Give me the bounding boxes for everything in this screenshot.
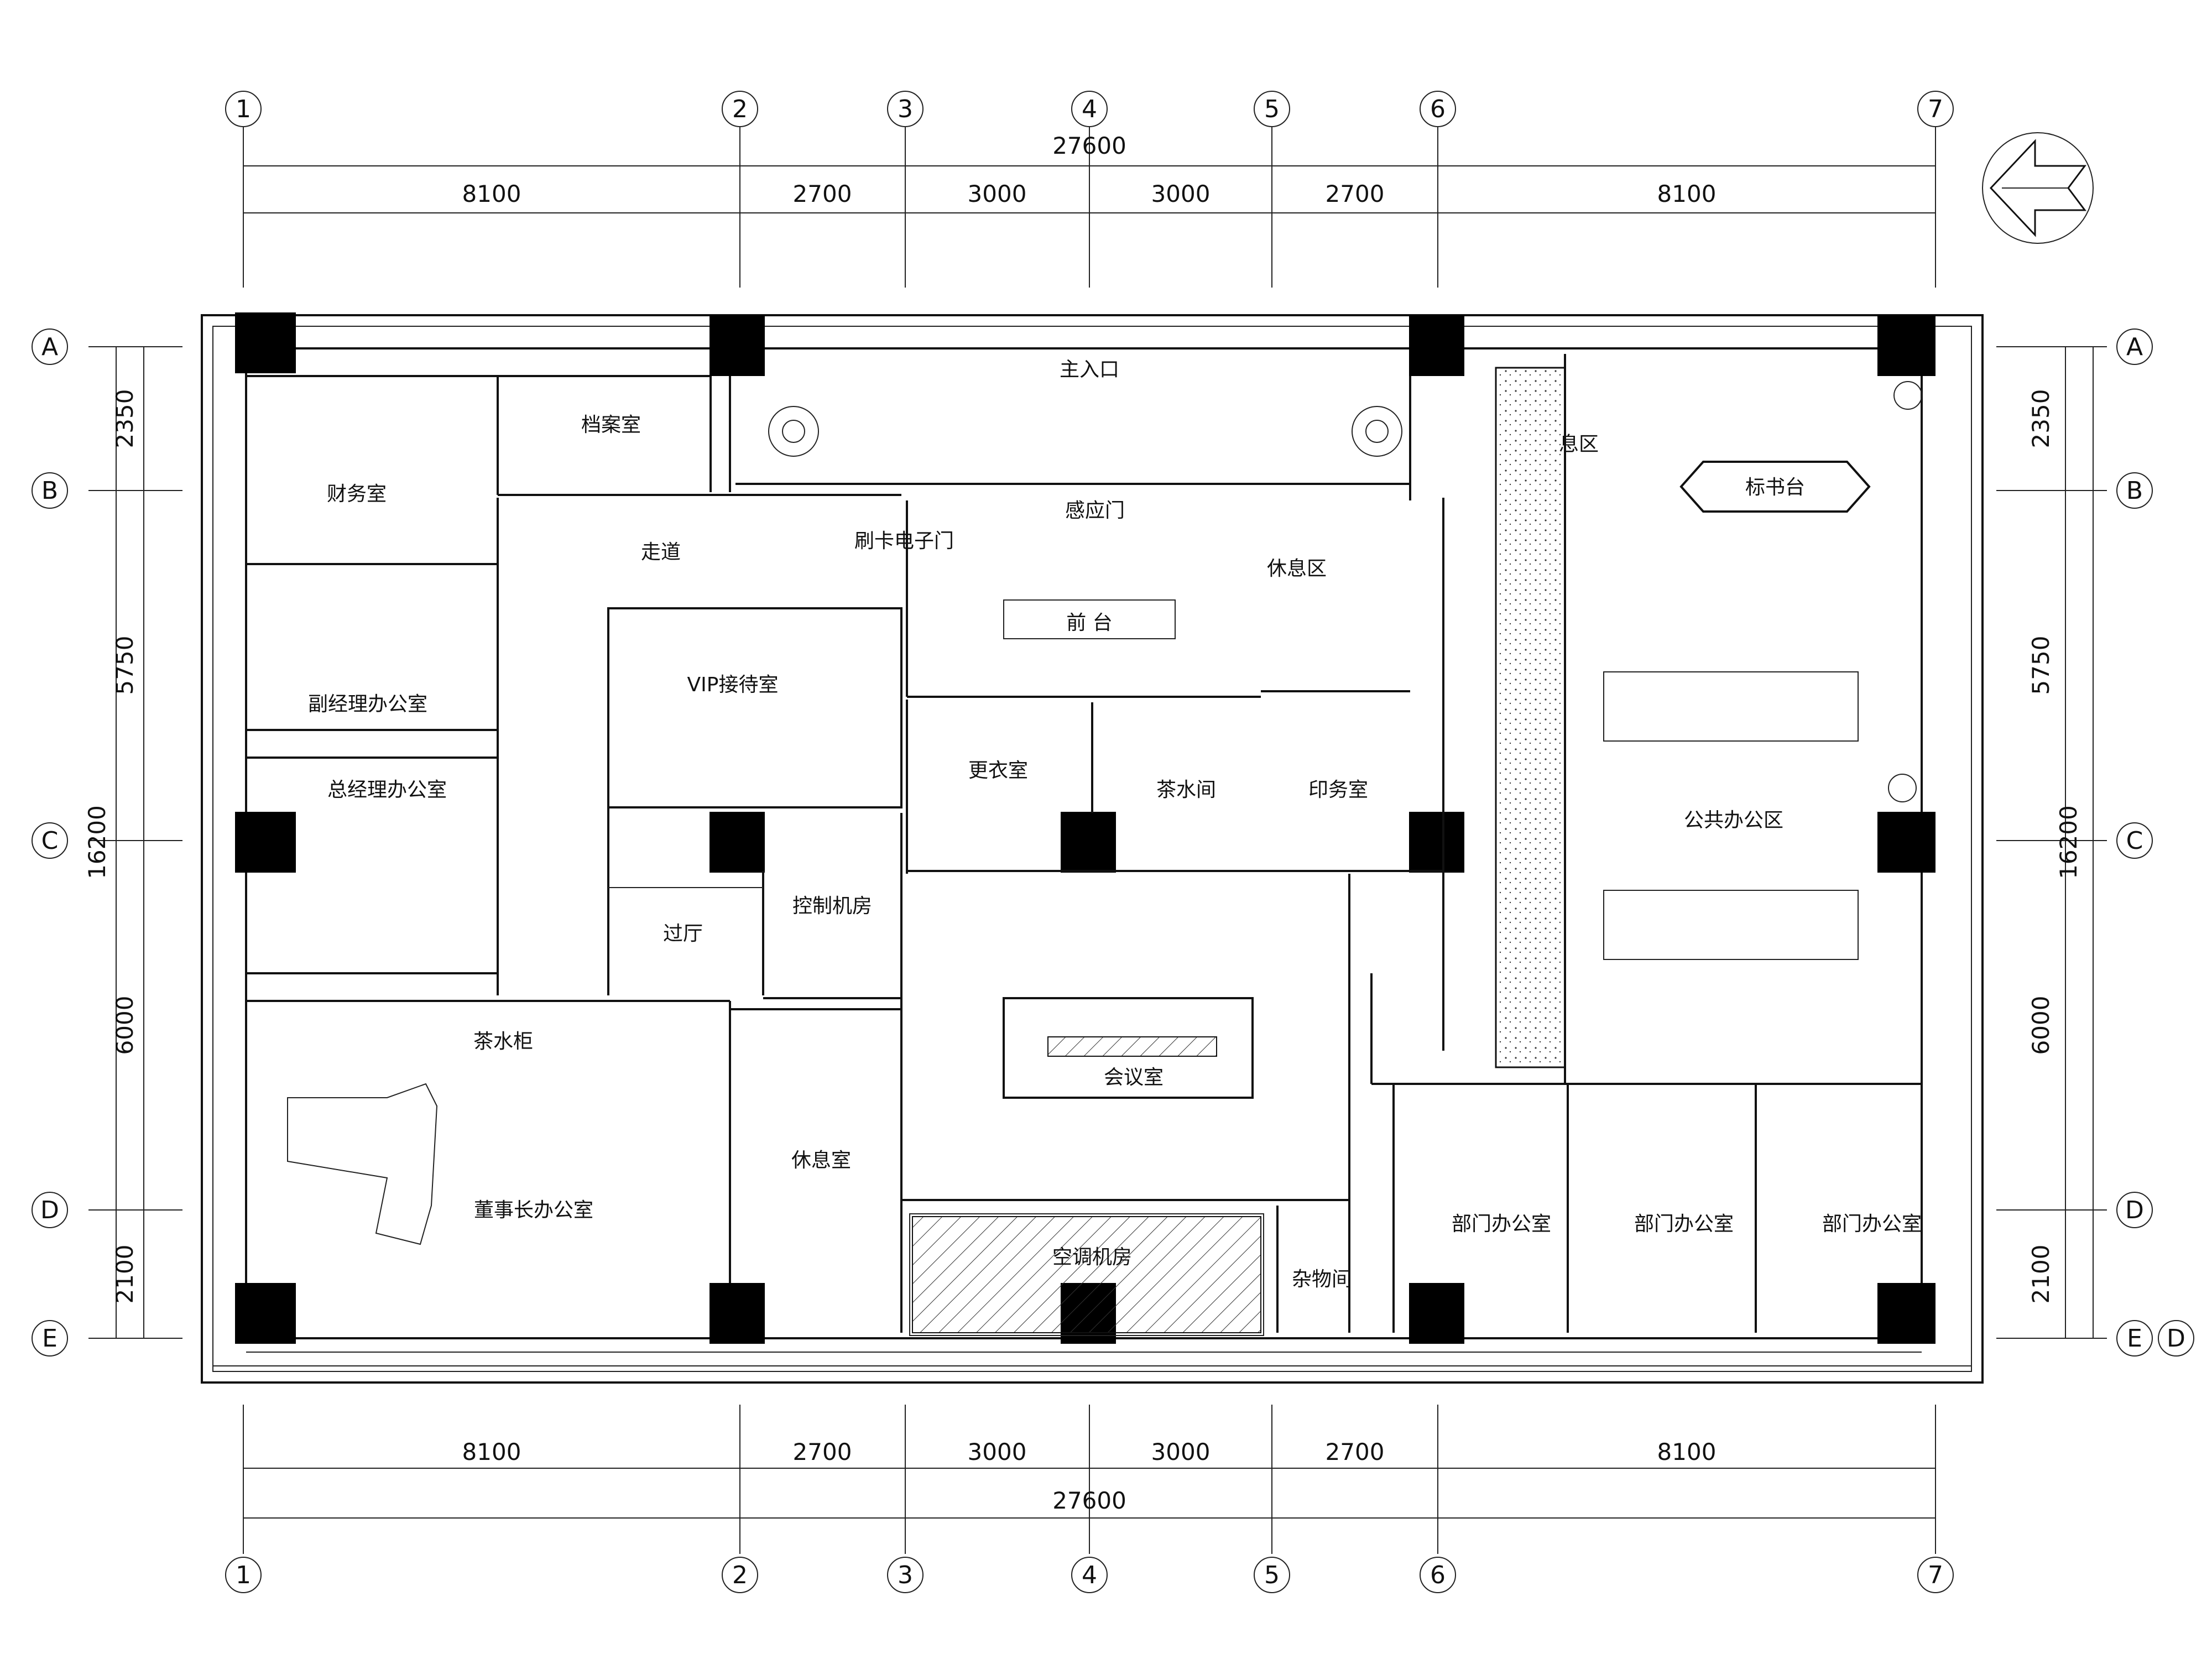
dimension-segment: 8100	[1657, 1438, 1717, 1465]
axis-label: 6	[1430, 95, 1446, 123]
dimension-segment: 8100	[462, 180, 521, 207]
plant-icon	[768, 381, 1922, 802]
dimension-total: 27600	[1052, 132, 1126, 159]
room-label-rest-room: 休息室	[791, 1149, 851, 1172]
axis-label: 2	[732, 95, 748, 123]
axis-label: 4	[1082, 1561, 1097, 1589]
room-label-sensor-door: 感应门	[1065, 499, 1125, 522]
axis-bottom: 1 2 3 4 5 6 7	[225, 1557, 1954, 1593]
axis-label: A	[41, 333, 58, 361]
room-label-gm-office: 总经理办公室	[327, 779, 447, 801]
axis-right: A B C D E D	[2116, 328, 2194, 1357]
dimension-segment: 8100	[462, 1438, 521, 1465]
reception-desk	[1003, 599, 1176, 639]
room-label-meeting: 会议室	[1104, 1066, 1164, 1089]
axis-left: A B C D E	[32, 328, 68, 1357]
room-label-public-office: 公共办公区	[1684, 809, 1783, 832]
dimension-segment: 3000	[1151, 180, 1211, 207]
room-label-archive: 档案室	[581, 414, 641, 436]
room-label-rest-area: 息区	[1559, 433, 1599, 456]
dimensions-left: 2350 5750 6000 2100 16200	[84, 346, 182, 1339]
dimension-segment: 5750	[111, 636, 138, 695]
axis-label: 3	[898, 95, 913, 123]
dimension-segment: 2100	[2027, 1245, 2054, 1304]
axis-label: D	[2125, 1196, 2144, 1224]
room-label-storage: 杂物间	[1292, 1268, 1352, 1291]
chairman-desk	[287, 1083, 438, 1245]
dimension-segment: 2350	[111, 389, 138, 448]
dimension-segment: 3000	[968, 1438, 1027, 1465]
axis-label: 3	[898, 1561, 913, 1589]
axis-label: B	[2126, 477, 2143, 505]
axis-top: 1 2 3 4 5 6 7	[225, 91, 1954, 127]
room-label-corridor: 走道	[641, 541, 681, 564]
dimension-segment: 2100	[111, 1245, 138, 1304]
office-desk-block	[1603, 671, 1859, 742]
dimension-segment: 3000	[968, 180, 1027, 207]
room-label-changing: 更衣室	[968, 759, 1028, 782]
axis-label: C	[2126, 827, 2143, 855]
axis-label: D	[2167, 1324, 2185, 1353]
dimension-segment: 5750	[2027, 636, 2054, 695]
axis-label: 5	[1264, 95, 1280, 123]
dimension-total: 16200	[2055, 805, 2082, 879]
room-label-finance: 财务室	[327, 483, 387, 505]
dimension-segment: 2700	[1326, 180, 1385, 207]
bid-table	[1679, 461, 1871, 513]
room-label-hvac: 空调机房	[1052, 1246, 1132, 1269]
room-label-hall: 过厅	[663, 922, 703, 945]
room-label-deputy-office: 副经理办公室	[308, 693, 427, 716]
room-label-reception: 前 台	[1066, 612, 1112, 634]
axis-label: 6	[1430, 1561, 1446, 1589]
room-label-dept-2: 部门办公室	[1634, 1213, 1734, 1235]
dimension-total: 27600	[1052, 1487, 1126, 1514]
axis-label: 7	[1928, 95, 1943, 123]
office-desk-block	[1603, 890, 1859, 960]
room-label-chairman: 董事长办公室	[474, 1199, 593, 1222]
axis-label: 4	[1082, 95, 1097, 123]
planter-strip	[1495, 367, 1566, 1068]
dimension-segment: 8100	[1657, 180, 1717, 207]
axis-label: 1	[236, 95, 251, 123]
dimension-segment: 2700	[793, 180, 852, 207]
dimension-segment: 2350	[2027, 389, 2054, 448]
axis-label: E	[42, 1324, 58, 1353]
meeting-table	[1003, 997, 1254, 1099]
room-label-card-door: 刷卡电子门	[854, 530, 954, 552]
axis-label: 2	[732, 1561, 748, 1589]
dimensions-top: 27600 8100 2700 3000 3000 2700 8100	[243, 127, 1936, 288]
room-label-dept-3: 部门办公室	[1822, 1213, 1922, 1235]
structural-columns	[235, 312, 1936, 1344]
dimension-total: 16200	[84, 805, 111, 879]
room-label-bid-table: 标书台	[1745, 476, 1805, 499]
axis-label: A	[2126, 333, 2143, 361]
axis-label: 5	[1264, 1561, 1280, 1589]
room-labels: 财务室 档案室 主入口 息区 标书台 走道 刷卡电子门 感应门 休息区 前 台 …	[308, 358, 1922, 1291]
dimension-segment: 3000	[1151, 1438, 1211, 1465]
axis-label: C	[41, 827, 59, 855]
dimension-segment: 2700	[793, 1438, 852, 1465]
dimension-segment: 6000	[2027, 996, 2054, 1055]
room-label-entrance: 主入口	[1060, 358, 1119, 381]
room-label-dept-1: 部门办公室	[1452, 1213, 1551, 1235]
dimensions-right: 2350 5750 6000 2100 16200	[1996, 346, 2107, 1339]
axis-label: 1	[236, 1561, 251, 1589]
room-label-vip: VIP接待室	[687, 674, 779, 696]
room-label-control-room: 控制机房	[792, 895, 872, 917]
north-arrow-icon	[1982, 132, 2094, 244]
room-label-tea-cabinet: 茶水柜	[473, 1030, 533, 1053]
axis-label: D	[40, 1196, 59, 1224]
hvac-hatch	[912, 1216, 1261, 1333]
room-label-print-room: 印务室	[1308, 779, 1368, 801]
axis-label: B	[41, 477, 58, 505]
dimension-segment: 2700	[1326, 1438, 1385, 1465]
room-label-tea-room: 茶水间	[1156, 779, 1216, 801]
room-label-lounge: 休息区	[1267, 557, 1327, 580]
dimension-segment: 6000	[111, 996, 138, 1055]
axis-label: E	[2127, 1324, 2142, 1353]
dimensions-bottom: 8100 2700 3000 3000 2700 8100 27600	[243, 1405, 1936, 1554]
axis-label: 7	[1928, 1561, 1943, 1589]
